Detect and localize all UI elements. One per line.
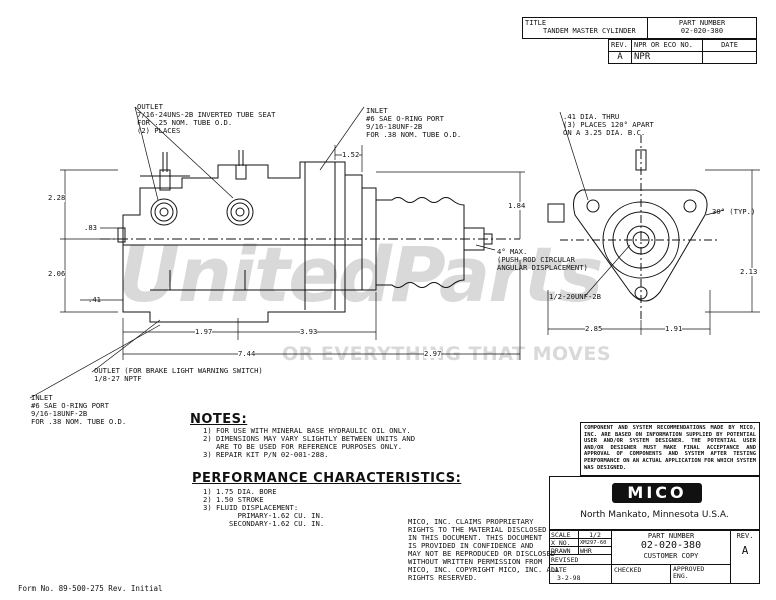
- approved-label: APPROVED: [673, 565, 705, 573]
- disclaimer-text: COMPONENT AND SYSTEM RECOMMENDATIONS MAD…: [584, 425, 757, 471]
- side-view-body: [117, 161, 377, 323]
- checked-label: CHECKED: [611, 564, 671, 584]
- dim-2-97: 2.97: [424, 349, 442, 358]
- performance-list: 1) 1.75 DIA. BORE 2) 1.50 STROKE 3) FLUI…: [203, 488, 324, 528]
- part-number-cell: PART NUMBER 02-020-380: [647, 17, 757, 39]
- drawing-title: TANDEM MASTER CYLINDER: [543, 27, 636, 35]
- part-number-block: PART NUMBER 02-020-380 CUSTOMER COPY: [611, 530, 731, 565]
- approved-cell: APPROVED ENG.: [670, 564, 731, 584]
- info-part-number: 02-020-380: [640, 540, 702, 551]
- bleeder-screw-1: [140, 152, 190, 191]
- disclaimer-box: COMPONENT AND SYSTEM RECOMMENDATIONS MAD…: [580, 422, 760, 476]
- outlet-port-2: [226, 198, 254, 226]
- info-rev-label: REV.: [736, 532, 754, 540]
- mount-hole-2: [683, 199, 697, 213]
- end-view: [547, 135, 720, 320]
- perf-1: 1) 1.75 DIA. BORE: [203, 487, 277, 496]
- notes-heading: NOTES:: [190, 412, 248, 427]
- callout-inlet-bottom: INLET #6 SAE O-RING PORT 9/16-18UNF-2B F…: [31, 393, 127, 426]
- company-location: North Mankato, Minnesota U.S.A.: [580, 510, 729, 520]
- callout-thread: 1/2-20UNF-2B: [549, 292, 601, 301]
- callout-outlet-switch: OUTLET (FOR BRAKE LIGHT WARNING SWITCH) …: [94, 366, 263, 383]
- end-view-fitting: [547, 203, 565, 223]
- perf-3: 3) FLUID DISPLACEMENT: PRIMARY-1.62 CU. …: [203, 503, 325, 528]
- note-3: 3) REPAIR KIT P/N 02-001-288.: [203, 450, 329, 459]
- title-label: TITLE: [525, 19, 547, 27]
- dim-2-28: 2.28: [48, 193, 66, 202]
- dim-2-13: 2.13: [740, 267, 758, 276]
- dim-1-97: 1.97: [195, 327, 213, 336]
- dim-41: .41: [88, 295, 101, 304]
- info-part-number-label: PART NUMBER: [647, 532, 695, 540]
- date-value: 3-2-98: [557, 574, 581, 582]
- mount-hole-1: [586, 199, 600, 213]
- callout-outlet-top: OUTLET 7/16-24UNS-2B INVERTED TUBE SEAT …: [137, 102, 276, 135]
- dim-1-84: 1.84: [508, 201, 526, 210]
- inlet-port-top: [304, 162, 336, 310]
- dim-1-52: 1.52: [342, 150, 360, 159]
- proprietary-notice: MICO, INC. CLAIMS PROPRIETARY RIGHTS TO …: [408, 517, 560, 582]
- note-1: 1) FOR USE WITH MINERAL BASE HYDRAULIC O…: [203, 426, 411, 435]
- perf-2: 2) 1.50 STROKE: [203, 495, 264, 504]
- date-cell: DATE 3-2-98: [549, 564, 612, 584]
- dim-7-44: 7.44: [238, 349, 256, 358]
- company-block: MICO North Mankato, Minnesota U.S.A.: [549, 476, 760, 530]
- dim-2-85: 2.85: [585, 324, 603, 333]
- callout-inlet-top: INLET #6 SAE O-RING PORT 9/16-18UNF-2B F…: [366, 106, 462, 139]
- date-label: DATE: [551, 566, 567, 574]
- dim-2-06: 2.06: [48, 269, 66, 278]
- performance-heading: PERFORMANCE CHARACTERISTICS:: [192, 471, 462, 486]
- customer-copy: CUSTOMER COPY: [643, 552, 699, 560]
- form-number: Form No. 89-500-275 Rev. Initial: [18, 584, 163, 593]
- dimension-lines: [60, 145, 760, 360]
- part-number-value: 02-020-380: [680, 27, 724, 35]
- note-2: 2) DIMENSIONS MAY VARY SLIGHTLY BETWEEN …: [203, 434, 416, 451]
- push-rod-boot: [376, 197, 493, 288]
- notes-list: 1) FOR USE WITH MINERAL BASE HYDRAULIC O…: [203, 427, 415, 459]
- mico-logo: MICO: [612, 483, 702, 503]
- callout-angle: 30° (TYP.): [712, 207, 756, 216]
- info-rev-value: A: [741, 544, 749, 557]
- dim-3-93: 3.93: [300, 327, 318, 336]
- dim-83: .83: [84, 223, 97, 232]
- eng-label: ENG.: [673, 572, 689, 580]
- callout-pushrod: 4° MAX. (PUSH ROD CIRCULAR ANGULAR DISPL…: [497, 247, 588, 272]
- bleeder-screw-2: [235, 150, 247, 180]
- date-value: [702, 51, 757, 64]
- leader-lines: [29, 106, 725, 399]
- dim-1-91: 1.91: [665, 324, 683, 333]
- part-number-label: PART NUMBER: [678, 19, 726, 27]
- info-rev-block: REV. A: [730, 530, 760, 584]
- outlet-port-1: [150, 198, 178, 226]
- callout-holes: .41 DIA. THRU (3) PLACES 120° APART ON A…: [563, 112, 654, 137]
